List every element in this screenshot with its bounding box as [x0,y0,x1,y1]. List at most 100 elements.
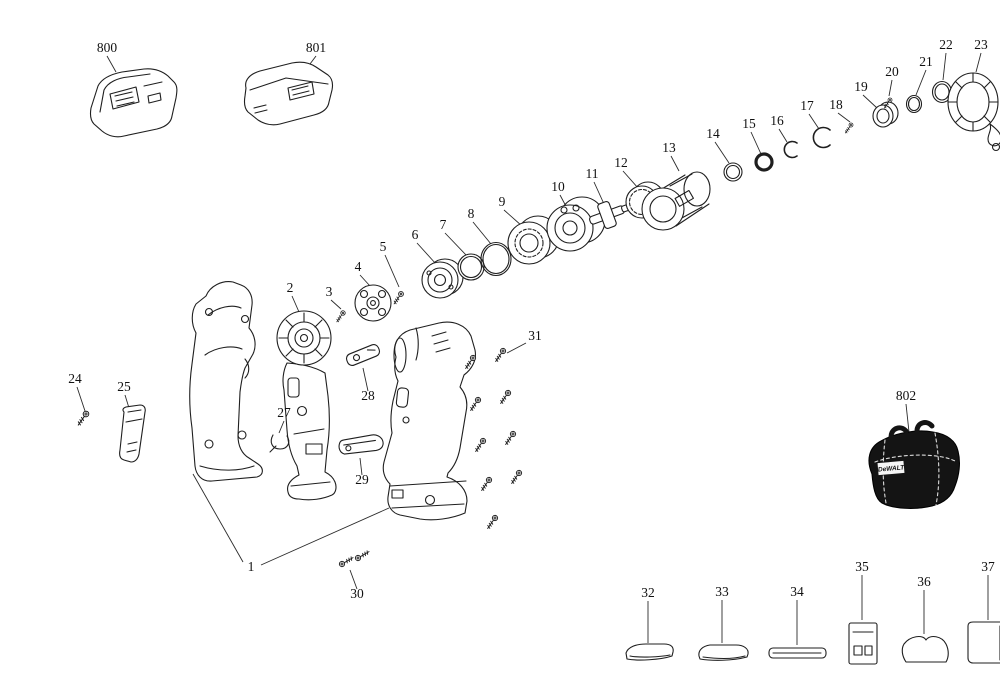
part-label-19: 19 [854,79,868,94]
leader-5 [384,254,400,288]
leader-8 [472,221,492,245]
leader-6 [416,242,437,265]
leader-13 [670,155,680,172]
bag-body [868,430,960,509]
part-label-34: 34 [790,584,804,599]
bag-brand-label: DeWALT [878,464,906,473]
leader-24 [76,386,86,412]
part-label-23: 23 [974,37,988,52]
part-2-motor-drawing [276,310,332,366]
leader-1a [192,473,244,563]
part-33-pad-drawing [698,644,749,661]
leader-25 [124,394,130,409]
part-35-label-card-drawing [848,622,878,665]
part-label-9: 9 [499,194,506,209]
part-label-35: 35 [855,559,869,574]
part-label-29: 29 [355,472,369,487]
part-label-36: 36 [917,574,931,589]
part-7-washer-drawing [457,253,485,281]
part-label-31: 31 [528,328,542,343]
part-28-bracket-drawing [345,344,381,366]
leader-802 [905,403,910,433]
part-18-screw-drawing [843,121,855,135]
part-label-801: 801 [306,40,326,55]
part-30-screws-drawing [337,548,371,569]
part-label-1: 1 [248,559,255,574]
leader-11 [593,181,605,205]
part-3-screw-drawing [334,309,347,324]
part-6-bearing-plate-drawing [421,258,464,299]
part-label-3: 3 [326,284,333,299]
part-31-screws-drawing [463,346,524,531]
part-17-clip-drawing [812,126,831,149]
part-16-clip-drawing [783,140,798,159]
part-5-screw-drawing [391,290,405,306]
part-label-18: 18 [829,97,843,112]
leader-29 [359,457,363,476]
part-25-belt-clip-drawing [119,404,146,463]
leader-20 [888,79,893,97]
leader-12 [622,170,639,189]
part-34-strip-drawing [768,647,827,659]
part-37-block-drawing [967,621,1000,664]
part-24-screw-drawing [75,409,91,428]
leader-30 [349,569,358,590]
part-label-10: 10 [551,179,565,194]
leader-27 [278,420,285,434]
leader-800 [106,55,117,73]
part-label-12: 12 [614,155,628,170]
part-19-bushing-drawing [872,101,899,128]
leader-21 [915,69,927,96]
parts-diagram: DeWALT [40,16,1000,665]
leader-4 [359,274,371,287]
part-label-28: 28 [361,388,375,403]
part-36-insert-drawing [901,635,949,663]
part-label-24: 24 [68,371,82,386]
part-label-15: 15 [742,116,756,131]
part-label-14: 14 [706,126,720,141]
part-label-30: 30 [350,586,364,601]
part-21-o-ring-drawing [905,94,923,114]
leader-2 [291,295,300,313]
part-label-7: 7 [440,217,447,232]
part-label-4: 4 [355,259,362,274]
leader-18 [837,112,851,123]
part-label-802: 802 [896,388,916,403]
part-27-clip-drawing [269,434,290,453]
part-label-13: 13 [662,140,676,155]
leader-3 [330,299,342,310]
part-label-16: 16 [770,113,784,128]
part-label-22: 22 [939,37,953,52]
part-label-37: 37 [981,559,995,574]
leader-17 [808,113,820,130]
leader-14 [714,141,730,164]
part-802-tool-bag-drawing: DeWALT [868,420,960,509]
part-label-33: 33 [715,584,729,599]
part-10-hammer-drum-drawing [546,196,606,252]
part-13-gear-case-drawing [641,171,711,231]
leader-7 [444,232,468,257]
part-23-nose-cap-drawing [947,72,1000,152]
leader-16 [778,128,788,143]
part-label-5: 5 [380,239,387,254]
part-1-left-housing-drawing [189,281,263,482]
diagram-art: DeWALT [75,61,1000,665]
leader-1b [260,507,390,566]
leader-31 [506,342,527,354]
part-1-middle-housing-drawing [282,362,337,501]
part-801-charger-drawing [243,61,334,126]
part-labels: 800 801 23 22 21 20 19 18 17 16 15 14 13… [68,37,995,601]
leader-9 [503,209,523,227]
part-label-25: 25 [117,379,131,394]
leader-23 [975,52,982,73]
part-15-ring-drawing [754,152,774,172]
part-label-17: 17 [800,98,814,113]
leader-22 [942,52,947,81]
part-29-belt-hook-drawing [338,434,384,455]
part-8-o-ring-drawing [480,241,512,277]
part-label-6: 6 [412,227,419,242]
part-32-pad-drawing [625,643,674,661]
part-4-end-plate-drawing [354,284,392,322]
part-label-800: 800 [97,40,118,55]
leader-28 [362,367,369,392]
